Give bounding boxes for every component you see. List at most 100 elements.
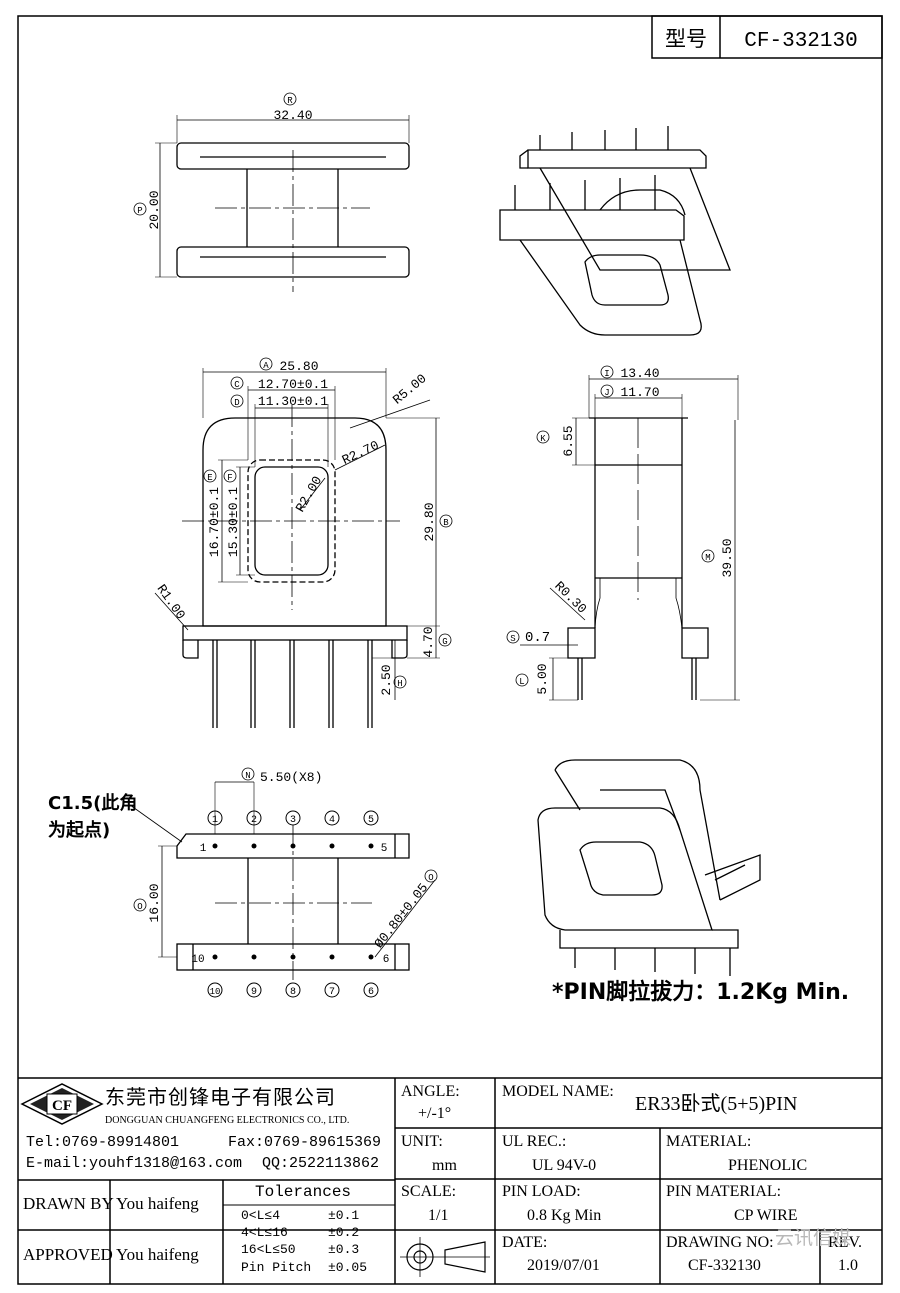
pin-label-top: 1 <box>212 815 218 826</box>
tol-value: ±0.3 <box>328 1242 360 1257</box>
pin-label-top: 2 <box>251 815 257 826</box>
ul-label: UL REC.: <box>502 1133 567 1150</box>
pin-label-top: 5 <box>368 815 374 826</box>
label-Q: O <box>428 873 433 883</box>
dim-I: 13.40 <box>620 366 659 381</box>
pin-label-bottom: 7 <box>329 987 335 998</box>
pin-marker-1: 1 <box>200 843 207 855</box>
dim-A: 25.80 <box>279 359 318 374</box>
label-D: D <box>234 398 239 408</box>
iso-view-bottom <box>537 759 761 976</box>
pin-marker-5: 5 <box>381 843 388 855</box>
dim-C: 12.70±0.1 <box>258 377 328 392</box>
dim-top-width: 32.40 <box>273 108 312 123</box>
rev-label: REV. <box>828 1234 862 1251</box>
dim-F: 15.30±0.1 <box>226 487 241 557</box>
dim-J: 11.70 <box>620 385 659 400</box>
label-L: L <box>519 677 524 687</box>
dim-top-height: 20.00 <box>147 190 162 229</box>
note-start-corner-2: 为起点) <box>48 819 110 841</box>
label-H: H <box>397 679 402 689</box>
unit-label: UNIT: <box>401 1133 443 1150</box>
dim-R1: R1.00 <box>154 582 189 623</box>
scale-label: SCALE: <box>401 1183 457 1200</box>
scale-value: 1/1 <box>428 1207 449 1224</box>
model-label: 型号 <box>665 27 707 51</box>
label-A: A <box>263 361 269 371</box>
label-P: P <box>137 206 142 216</box>
pin-label-bottom: 8 <box>290 987 296 998</box>
approved-value: You haifeng <box>116 1245 199 1264</box>
pin-label-bottom: 10 <box>210 987 221 997</box>
company-logo: CF <box>20 1083 104 1125</box>
pin-material-label: PIN MATERIAL: <box>666 1183 782 1200</box>
label-R: R <box>287 96 293 106</box>
pin-load-label: PIN LOAD: <box>502 1183 581 1200</box>
drawn-by-value: You haifeng <box>116 1194 199 1213</box>
iso-view-top <box>499 126 731 336</box>
pin-marker-10: 10 <box>191 954 204 966</box>
dim-D: 11.30±0.1 <box>258 394 328 409</box>
front-view <box>154 357 453 728</box>
sheet-border <box>17 15 883 1285</box>
dim-R03: R0.30 <box>551 578 589 616</box>
pin-label-bottom: 9 <box>251 987 257 998</box>
pin-material-value: CP WIRE <box>734 1207 798 1224</box>
dim-S: 0.7 <box>525 630 550 646</box>
pin-label-top: 3 <box>290 815 296 826</box>
rev-value: 1.0 <box>838 1257 858 1274</box>
watermark: 云讯信媒 <box>775 1227 852 1249</box>
pin-label-bottom: 6 <box>368 987 374 998</box>
label-E: E <box>207 473 212 483</box>
dim-B: 29.80 <box>422 502 437 541</box>
drawing-no-value: CF-332130 <box>688 1257 761 1274</box>
dim-G: 4.70 <box>421 626 436 657</box>
fax: Fax:0769-89615369 <box>228 1134 382 1151</box>
label-F: F <box>227 473 232 483</box>
dim-H: 2.50 <box>379 664 394 695</box>
model-name-label: MODEL NAME: <box>502 1083 614 1100</box>
label-J: J <box>604 388 609 398</box>
company-name-en: DONGGUAN CHUANGFENG ELECTRONICS CO., LTD… <box>105 1115 350 1126</box>
label-S: S <box>510 634 515 644</box>
unit-value: mm <box>432 1157 457 1174</box>
dim-E: 16.70±0.1 <box>207 487 222 557</box>
tol-range: 0<L≤4 <box>241 1208 281 1223</box>
pin-number-circles <box>207 810 379 998</box>
date-label: DATE: <box>502 1234 548 1251</box>
angle-value: +/-1° <box>418 1105 452 1122</box>
model-header: 型号 CF-332130 <box>651 15 883 59</box>
dim-M: 39.50 <box>720 538 735 577</box>
pin-label-top: 4 <box>329 815 335 826</box>
label-O: O <box>137 902 142 912</box>
dim-hole: Ø0.80±0.05 <box>371 880 431 951</box>
label-K: K <box>540 434 546 444</box>
pin-load-value: 0.8 Kg Min <box>527 1207 602 1224</box>
label-N: N <box>245 771 250 781</box>
qq: QQ:2522113862 <box>262 1155 380 1172</box>
model-value: CF-332130 <box>744 30 857 53</box>
drawing-no-label: DRAWING NO: <box>666 1234 774 1251</box>
tol-value: ±0.1 <box>328 1208 360 1223</box>
email: E-mail:youhf1318@163.com <box>26 1155 243 1172</box>
ul-value: UL 94V-0 <box>532 1157 597 1174</box>
label-M: M <box>705 553 710 563</box>
label-B: B <box>443 518 449 528</box>
tol-value: ±0.05 <box>328 1260 368 1275</box>
material-value: PHENOLIC <box>728 1157 808 1174</box>
model-name-value: ER33卧式(5+5)PIN <box>635 1093 798 1115</box>
tol-value: ±0.2 <box>328 1225 360 1240</box>
tol-range: 16<L≤50 <box>241 1242 296 1257</box>
date-value: 2019/07/01 <box>527 1257 600 1274</box>
dim-pitch-row: 16.00 <box>147 883 162 922</box>
tol-range: 4<L≤16 <box>241 1225 288 1240</box>
pin-marker-6: 6 <box>383 954 390 966</box>
drawn-by-label: DRAWN BY <box>23 1194 114 1213</box>
pin-holes <box>212 843 374 960</box>
label-G: G <box>442 637 447 647</box>
bottom-view <box>129 767 438 980</box>
dim-R-window: R2.00 <box>293 474 325 515</box>
title-block <box>18 1077 882 1284</box>
label-I: I <box>604 369 609 379</box>
